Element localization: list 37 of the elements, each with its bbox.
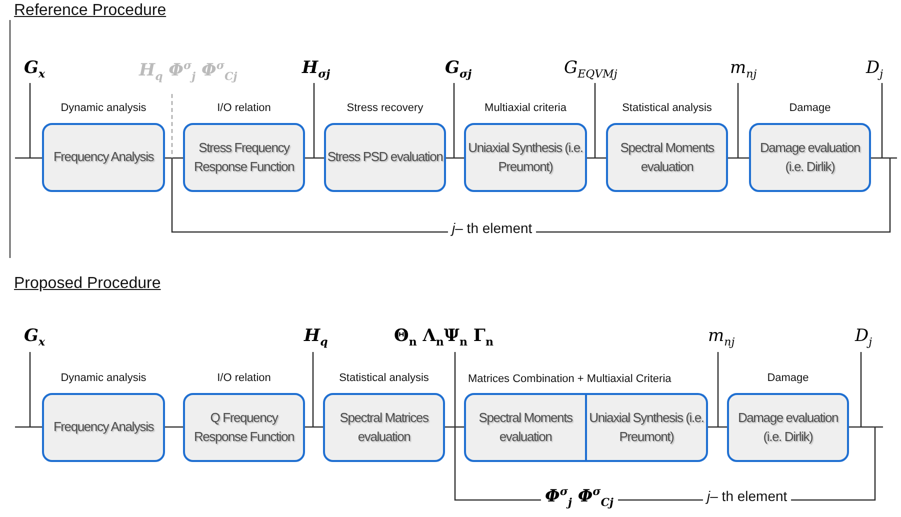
connector-line [15,426,42,428]
process-box: Q Frequency Response Function [183,393,305,462]
connector-line [849,426,883,428]
connector-line [871,157,897,159]
process-box: Uniaxial Synthesis (i.e. Preumont) [464,123,587,192]
connector-line [708,426,727,428]
step-heading: Dynamic analysis [60,372,148,384]
connector-line [445,426,464,428]
process-box: Spectral Moments evaluation [464,393,587,462]
process-box: Damage evaluation (i.e. Dirlik) [749,123,871,192]
connector-line [305,157,324,159]
connector-line [728,157,749,159]
process-box: Damage evaluation (i.e. Dirlik) [727,393,849,462]
bracket-label: j– th element [703,488,792,504]
connector-line [587,157,606,159]
process-box: Frequency Analysis [42,123,165,192]
connector-line [446,157,464,159]
connector-line [15,157,42,159]
process-box: Stress Frequency Response Function [183,123,305,192]
step-heading: Damage [788,102,832,114]
step-heading: I/O relation [216,102,272,114]
bracket-label: j– th element [448,220,536,236]
step-heading: Multiaxial criteria [484,102,568,114]
step-heading: I/O relation [216,372,272,384]
step-heading: Statistical analysis [621,102,713,114]
step-heading: Stress recovery [346,102,424,114]
connector-line [165,157,183,159]
process-box: Uniaxial Synthesis (i.e. Preumont) [587,393,708,462]
step-heading: Dynamic analysis [60,102,148,114]
process-box: Frequency Analysis [42,393,165,462]
process-box: Spectral Moments evaluation [606,123,728,192]
process-box: Spectral Matrices evaluation [323,393,445,462]
connector-line [165,426,183,428]
step-heading: Statistical analysis [338,372,430,384]
connector-line [305,426,323,428]
step-heading: Damage [766,372,810,384]
process-box: Stress PSD evaluation [324,123,446,192]
